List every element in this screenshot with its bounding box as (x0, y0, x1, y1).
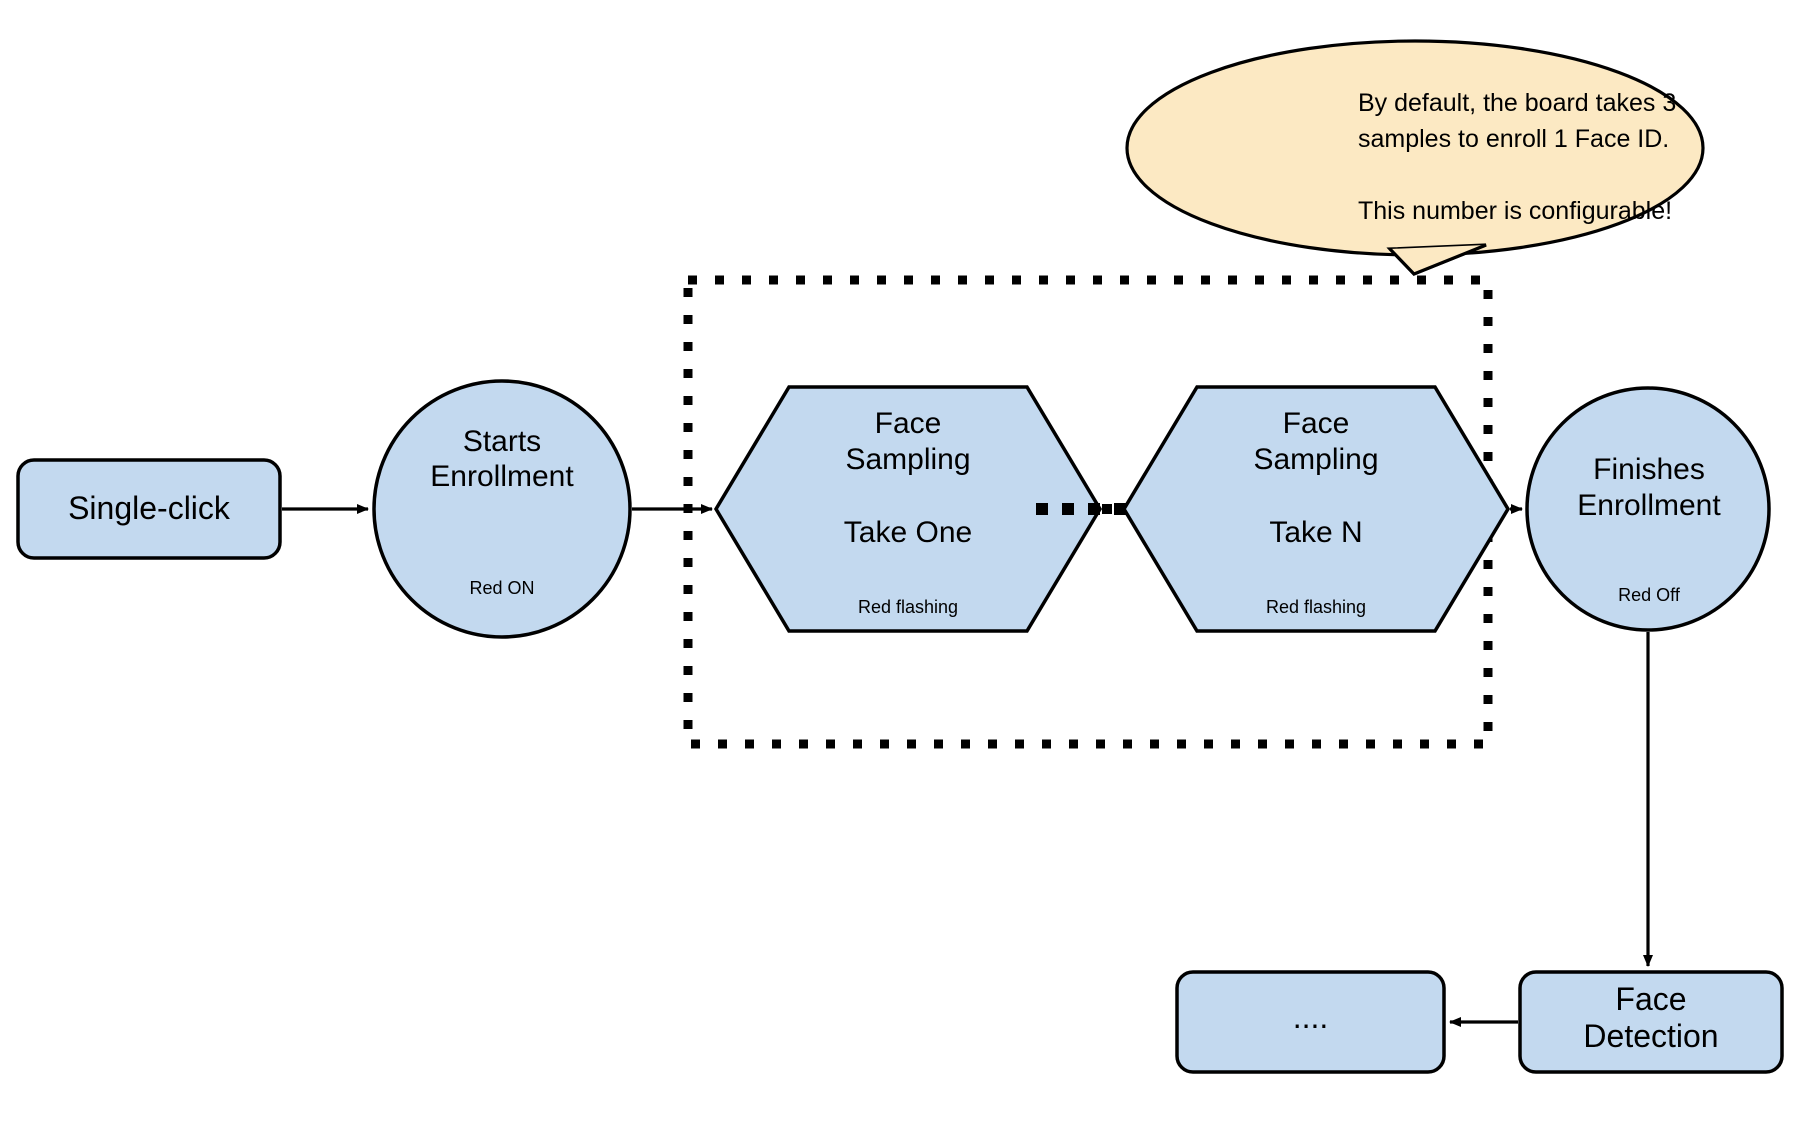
single-click-node[interactable] (16, 458, 282, 560)
face-sampling-n-shape[interactable] (1121, 385, 1511, 633)
callout-line4: This number is configurable! (1358, 197, 1673, 225)
continuation-node[interactable] (1175, 970, 1446, 1074)
callout-bubble (1125, 39, 1705, 276)
callout-line1: By default, the board takes 3 (1358, 89, 1677, 117)
face-detection-node[interactable] (1518, 970, 1784, 1074)
starts-enrollment-node[interactable] (372, 379, 632, 639)
callout-line2: samples to enroll 1 Face ID. (1358, 125, 1670, 153)
finishes-enrollment-node[interactable] (1525, 386, 1771, 632)
sampling-ellipsis-dots (1036, 503, 1126, 515)
